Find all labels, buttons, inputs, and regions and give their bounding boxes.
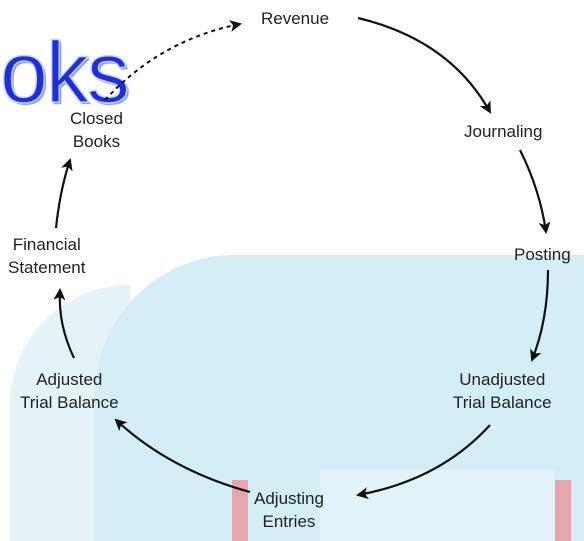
step-closed-line-1: Closed: [70, 109, 123, 128]
step-financial-line-2: Statement: [8, 258, 86, 277]
step-journaling: Journaling: [464, 120, 542, 143]
background-stripe: [232, 480, 248, 541]
background-stripe: [555, 480, 571, 541]
arrow-financial-to-closed: [54, 158, 73, 229]
arrow-journaling-to-posting: [519, 149, 551, 234]
step-adjusted-line-1: Adjusted: [36, 370, 103, 389]
step-adjusting-entries: Adjusting Entries: [254, 487, 324, 533]
arrow-posting-to-unadjusted: [530, 269, 550, 362]
step-adjusting-line-1: Adjusting: [254, 489, 324, 508]
arrow-adjusted-to-financial: [53, 288, 75, 359]
step-revenue-line-1: Revenue: [261, 9, 330, 28]
step-financial-line-1: Financial: [12, 235, 81, 254]
background-slab: [320, 470, 555, 541]
step-posting-line-1: Posting: [514, 245, 571, 264]
step-unadjusted-trial-balance: Unadjusted Trial Balance: [453, 368, 552, 414]
step-unadjusted-line-2: Trial Balance: [453, 393, 552, 412]
step-closed-books: Closed Books: [70, 107, 123, 153]
step-revenue: Revenue: [261, 7, 329, 30]
step-adjusting-line-2: Entries: [262, 512, 316, 531]
step-financial-statement: Financial Statement: [8, 233, 86, 279]
arrow-revenue-to-journaling: [357, 16, 491, 114]
background-word: oks: [0, 25, 131, 121]
step-journaling-line-1: Journaling: [464, 122, 543, 141]
step-posting: Posting: [514, 243, 571, 266]
step-closed-line-2: Books: [72, 132, 121, 151]
step-adjusted-trial-balance: Adjusted Trial Balance: [20, 368, 119, 414]
step-unadjusted-line-1: Unadjusted: [459, 370, 546, 389]
step-adjusted-line-2: Trial Balance: [20, 393, 119, 412]
arrow-unadjusted-to-adjusting: [356, 424, 491, 500]
arrow-adjusting-to-adjusted: [114, 418, 251, 494]
arrow-closed-to-revenue: [104, 20, 242, 101]
